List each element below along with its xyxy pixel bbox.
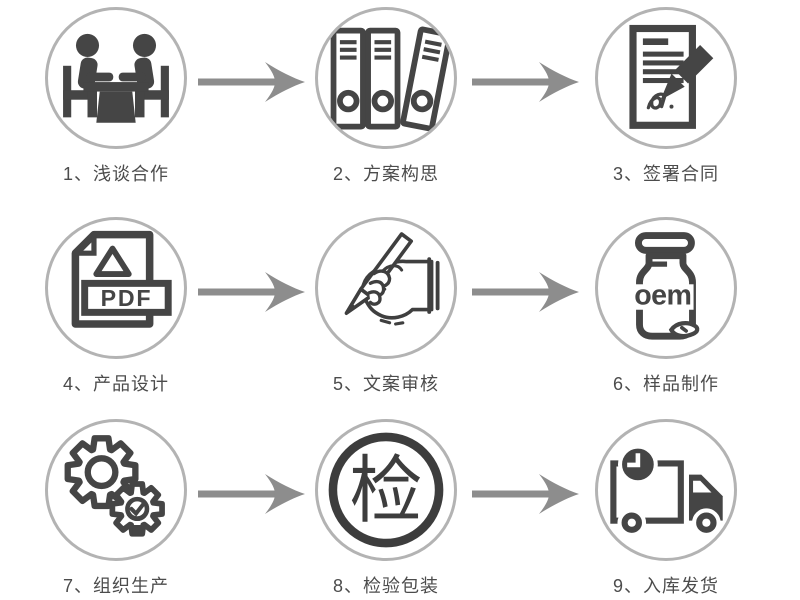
step-circle <box>45 7 187 149</box>
step-circle: oem <box>595 217 737 359</box>
step-sample-making: oem 6、样品制作 <box>586 217 746 398</box>
step-warehouse-shipping: 9、入库发货 <box>586 419 746 600</box>
step-label: 6、样品制作 <box>612 374 719 394</box>
step-circle <box>595 419 737 561</box>
flow-arrow-icon <box>198 474 305 514</box>
step-label: 8、检验包装 <box>332 576 439 596</box>
step-idea-binders: 2、方案构思 <box>306 7 466 188</box>
step-circle: PDF <box>45 217 187 359</box>
step-product-design: PDF 4、产品设计 <box>36 217 196 398</box>
flow-arrow-icon <box>472 272 579 312</box>
step-inspection-packing: 检 8、检验包装 <box>306 419 466 600</box>
step-circle <box>45 419 187 561</box>
flow-arrow-icon <box>472 62 579 102</box>
pdf-text: PDF <box>101 285 153 311</box>
flow-arrow-icon <box>472 474 579 514</box>
step-circle <box>315 217 457 359</box>
step-circle: 检 <box>315 419 457 561</box>
writing-hand-icon <box>344 232 440 326</box>
contract-signing-icon <box>629 24 714 129</box>
step-circle <box>595 7 737 149</box>
flow-arrow-icon <box>198 272 305 312</box>
step-label: 3、签署合同 <box>612 164 719 184</box>
gears-icon <box>64 434 165 537</box>
step-sign-contract: 3、签署合同 <box>586 7 746 188</box>
step-label: 1、浅谈合作 <box>62 164 169 184</box>
flow-arrow-icon <box>198 62 305 102</box>
binders-icon <box>330 26 450 132</box>
oem-bottle-icon: oem <box>634 232 700 340</box>
step-label: 7、组织生产 <box>62 576 169 596</box>
step-label: 4、产品设计 <box>62 374 169 394</box>
oem-text: oem <box>634 279 691 311</box>
meeting-icon <box>63 33 169 123</box>
step-label: 2、方案构思 <box>332 164 439 184</box>
step-label: 5、文案审核 <box>332 374 439 394</box>
step-meeting: 1、浅谈合作 <box>36 7 196 188</box>
step-production: 7、组织生产 <box>36 419 196 600</box>
pdf-file-icon: PDF <box>71 230 172 328</box>
inspection-stamp-icon: 检 <box>328 432 444 548</box>
step-label: 9、入库发货 <box>612 576 719 596</box>
step-circle <box>315 7 457 149</box>
step-copy-review: 5、文案审核 <box>306 217 466 398</box>
delivery-truck-icon <box>610 444 723 537</box>
inspection-character: 检 <box>349 450 422 532</box>
